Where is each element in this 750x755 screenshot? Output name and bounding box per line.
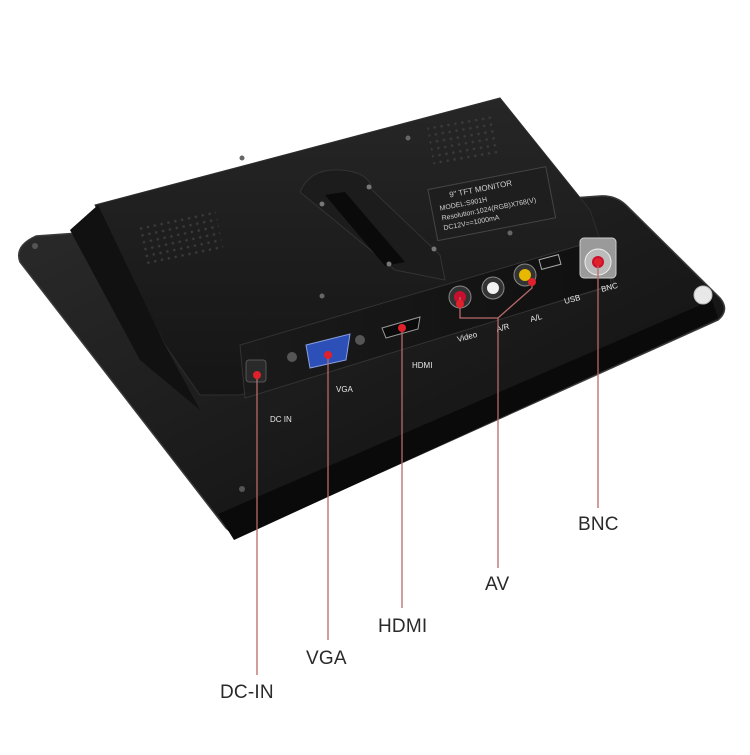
callout-hdmi: HDMI xyxy=(378,616,428,637)
vga-dot xyxy=(324,351,332,359)
hdmi-label: HDMI xyxy=(412,361,432,370)
video-dot xyxy=(456,300,464,308)
dc-in-port xyxy=(245,359,267,383)
usb-label: USB xyxy=(563,293,581,306)
hdmi-dot xyxy=(398,324,406,332)
spec-plate: 9" TFT MONITOR MODEL:S901H Resolution:10… xyxy=(427,166,557,242)
callout-bnc: BNC xyxy=(578,514,619,535)
bnc-label: BNC xyxy=(600,281,619,294)
audio-r-label: A/R xyxy=(495,322,510,334)
dc-in-dot xyxy=(253,371,261,379)
dc-in-label: DC IN xyxy=(270,415,292,424)
callout-vga: VGA xyxy=(306,648,347,669)
usb-port xyxy=(538,253,562,271)
mount-bracket xyxy=(299,169,446,281)
callout-av: AV xyxy=(485,574,510,595)
callout-dc-in: DC-IN xyxy=(220,682,274,703)
vga-label: VGA xyxy=(336,385,354,394)
marker-dots xyxy=(253,258,602,379)
audio-l-label: A/L xyxy=(529,312,543,324)
audio-dot xyxy=(528,278,536,286)
bnc-dot xyxy=(594,258,602,266)
